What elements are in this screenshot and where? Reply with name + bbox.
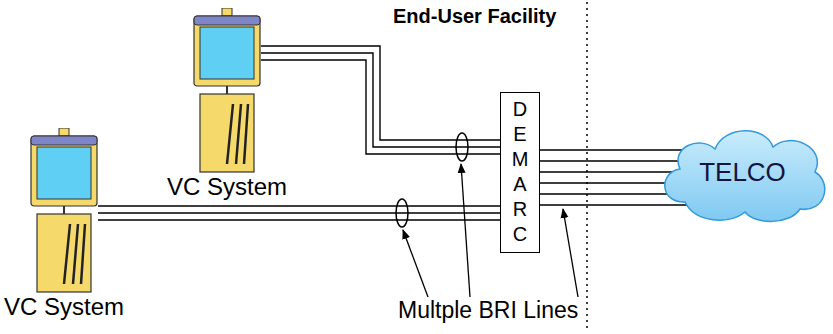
facility-boundary bbox=[586, 2, 588, 332]
leader-arrow bbox=[461, 164, 470, 297]
leader-arrow bbox=[403, 230, 428, 297]
telco-cloud: TELCO bbox=[655, 117, 830, 227]
bri-line-bundle bbox=[261, 46, 500, 154]
leader-arrow bbox=[563, 209, 578, 297]
bri-line-bundle bbox=[98, 206, 500, 220]
demarc-label: DEMARC bbox=[510, 97, 530, 247]
callout-label: Multple BRI Lines bbox=[396, 298, 580, 323]
system-label: VC System bbox=[167, 174, 287, 200]
vc-system: VC System bbox=[30, 128, 98, 293]
vc-system-icon bbox=[193, 8, 261, 173]
demarc-box: DEMARC bbox=[500, 92, 540, 253]
system-label: VC System bbox=[4, 294, 124, 320]
region-heading: End-User Facility bbox=[391, 5, 558, 27]
vc-system-icon bbox=[30, 128, 98, 293]
cloud-label: TELCO bbox=[699, 157, 786, 188]
vc-system: VC System bbox=[193, 8, 261, 173]
